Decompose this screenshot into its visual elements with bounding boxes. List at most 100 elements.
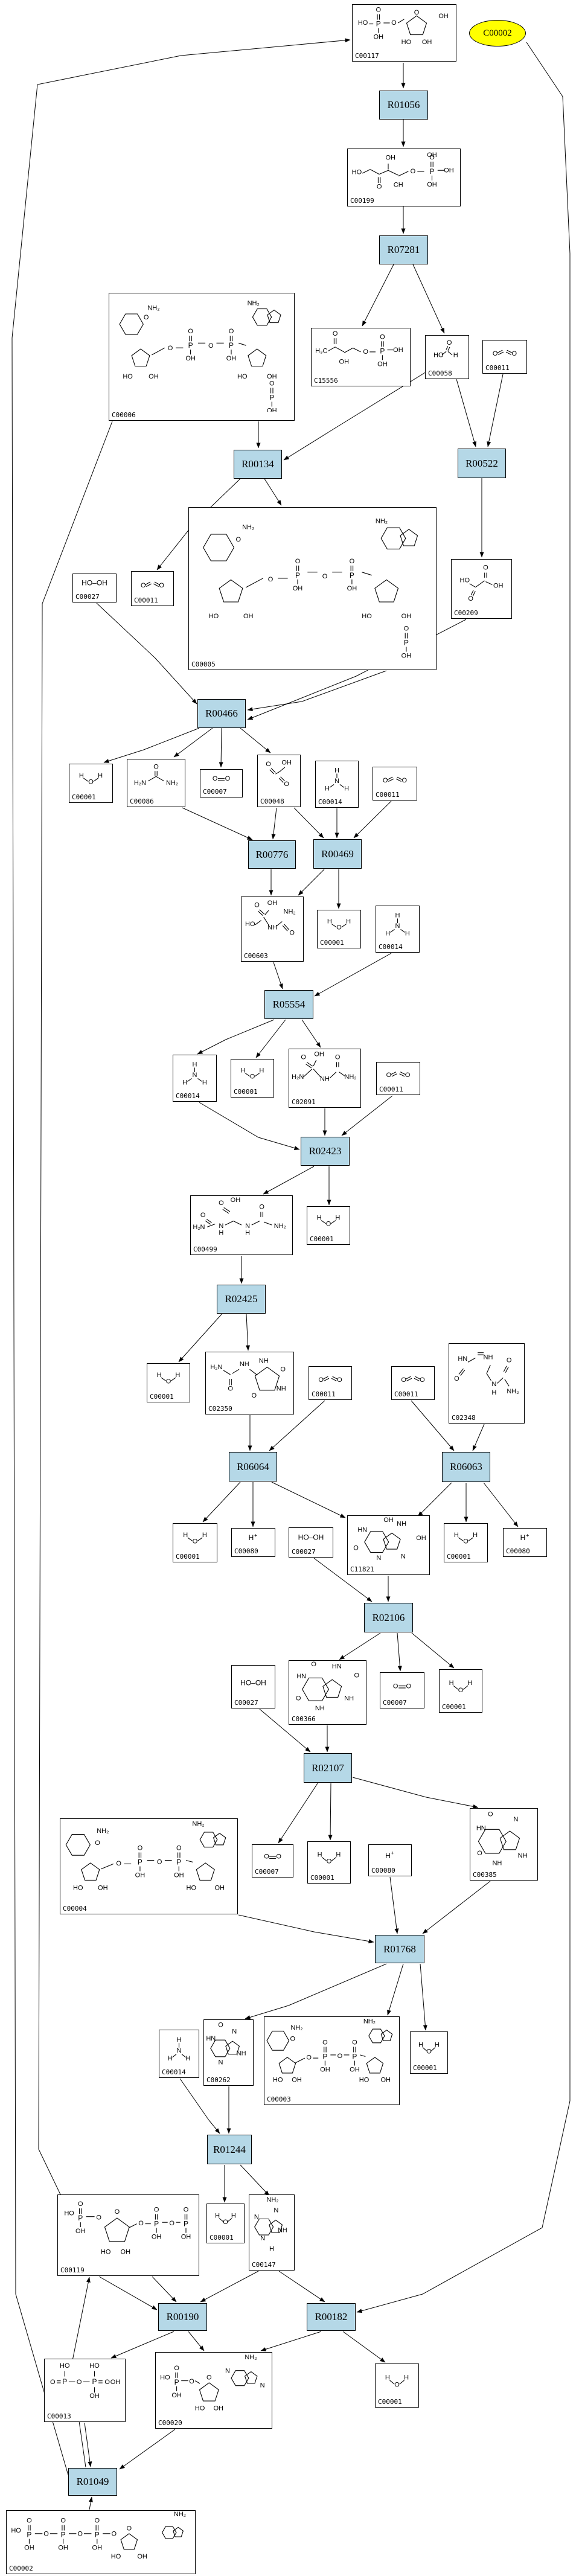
reaction-node-R02106[interactable]: R02106: [364, 1603, 413, 1632]
svg-text:H: H: [395, 912, 400, 919]
reaction-node-R01056[interactable]: R01056: [379, 91, 428, 120]
reaction-node-R00776[interactable]: R00776: [248, 840, 296, 869]
reaction-node-R01049[interactable]: R01049: [68, 2468, 117, 2496]
reaction-node-R01244[interactable]: R01244: [207, 2135, 252, 2164]
svg-text:NH₂: NH₂: [192, 1820, 204, 1827]
compound-id-label: C00011: [394, 1390, 418, 1398]
reaction-node-R07281[interactable]: R07281: [379, 235, 428, 264]
compound-node-C00080[interactable]: H+C00080: [503, 1528, 547, 1557]
reaction-node-R02107[interactable]: R02107: [304, 1753, 352, 1783]
compound-id-label: C00005: [191, 660, 216, 668]
compound-node-C00080[interactable]: H+C00080: [368, 1844, 412, 1876]
svg-text:N: N: [491, 1381, 496, 1388]
reaction-node-R00134[interactable]: R00134: [234, 450, 282, 479]
svg-text:OH: OH: [347, 585, 357, 592]
svg-text:H: H: [385, 1852, 391, 1860]
reaction-node-R02423[interactable]: R02423: [301, 1137, 350, 1166]
svg-text:N: N: [254, 2214, 259, 2221]
svg-text:O: O: [96, 2214, 101, 2222]
reaction-node-R00182[interactable]: R00182: [307, 2303, 356, 2331]
reaction-node-R01768[interactable]: R01768: [375, 1935, 424, 1963]
reaction-node-R05554[interactable]: R05554: [264, 990, 313, 1019]
molecular-structure: HOH: [157, 1372, 181, 1385]
svg-text:O: O: [488, 1811, 493, 1818]
edge-C00014-d-R01244: [179, 2078, 220, 2134]
reaction-node-R02425[interactable]: R02425: [217, 1285, 266, 1314]
svg-text:N: N: [260, 2382, 265, 2389]
reaction-node-R00190[interactable]: R00190: [158, 2303, 207, 2331]
svg-text:H: H: [520, 1533, 526, 1542]
reaction-node-R00469[interactable]: R00469: [313, 839, 362, 869]
svg-text:N: N: [376, 1555, 381, 1562]
svg-text:H: H: [317, 1215, 322, 1222]
svg-text:OH: OH: [121, 2249, 131, 2256]
svg-text:O: O: [153, 763, 159, 770]
svg-text:O: O: [174, 2365, 179, 2372]
highlighted-compound-C00002[interactable]: C00002: [469, 20, 526, 46]
reaction-node-R06064[interactable]: R06064: [229, 1452, 277, 1481]
compound-node-C00080[interactable]: H+C00080: [231, 1528, 275, 1557]
svg-text:O: O: [512, 350, 517, 357]
molecular-structure: HOH: [385, 2374, 409, 2389]
svg-text:NH₂: NH₂: [248, 300, 260, 307]
reaction-node-R06063[interactable]: R06063: [442, 1452, 490, 1482]
reaction-node-R00466[interactable]: R00466: [197, 699, 246, 728]
reaction-node-R00522[interactable]: R00522: [458, 449, 506, 478]
